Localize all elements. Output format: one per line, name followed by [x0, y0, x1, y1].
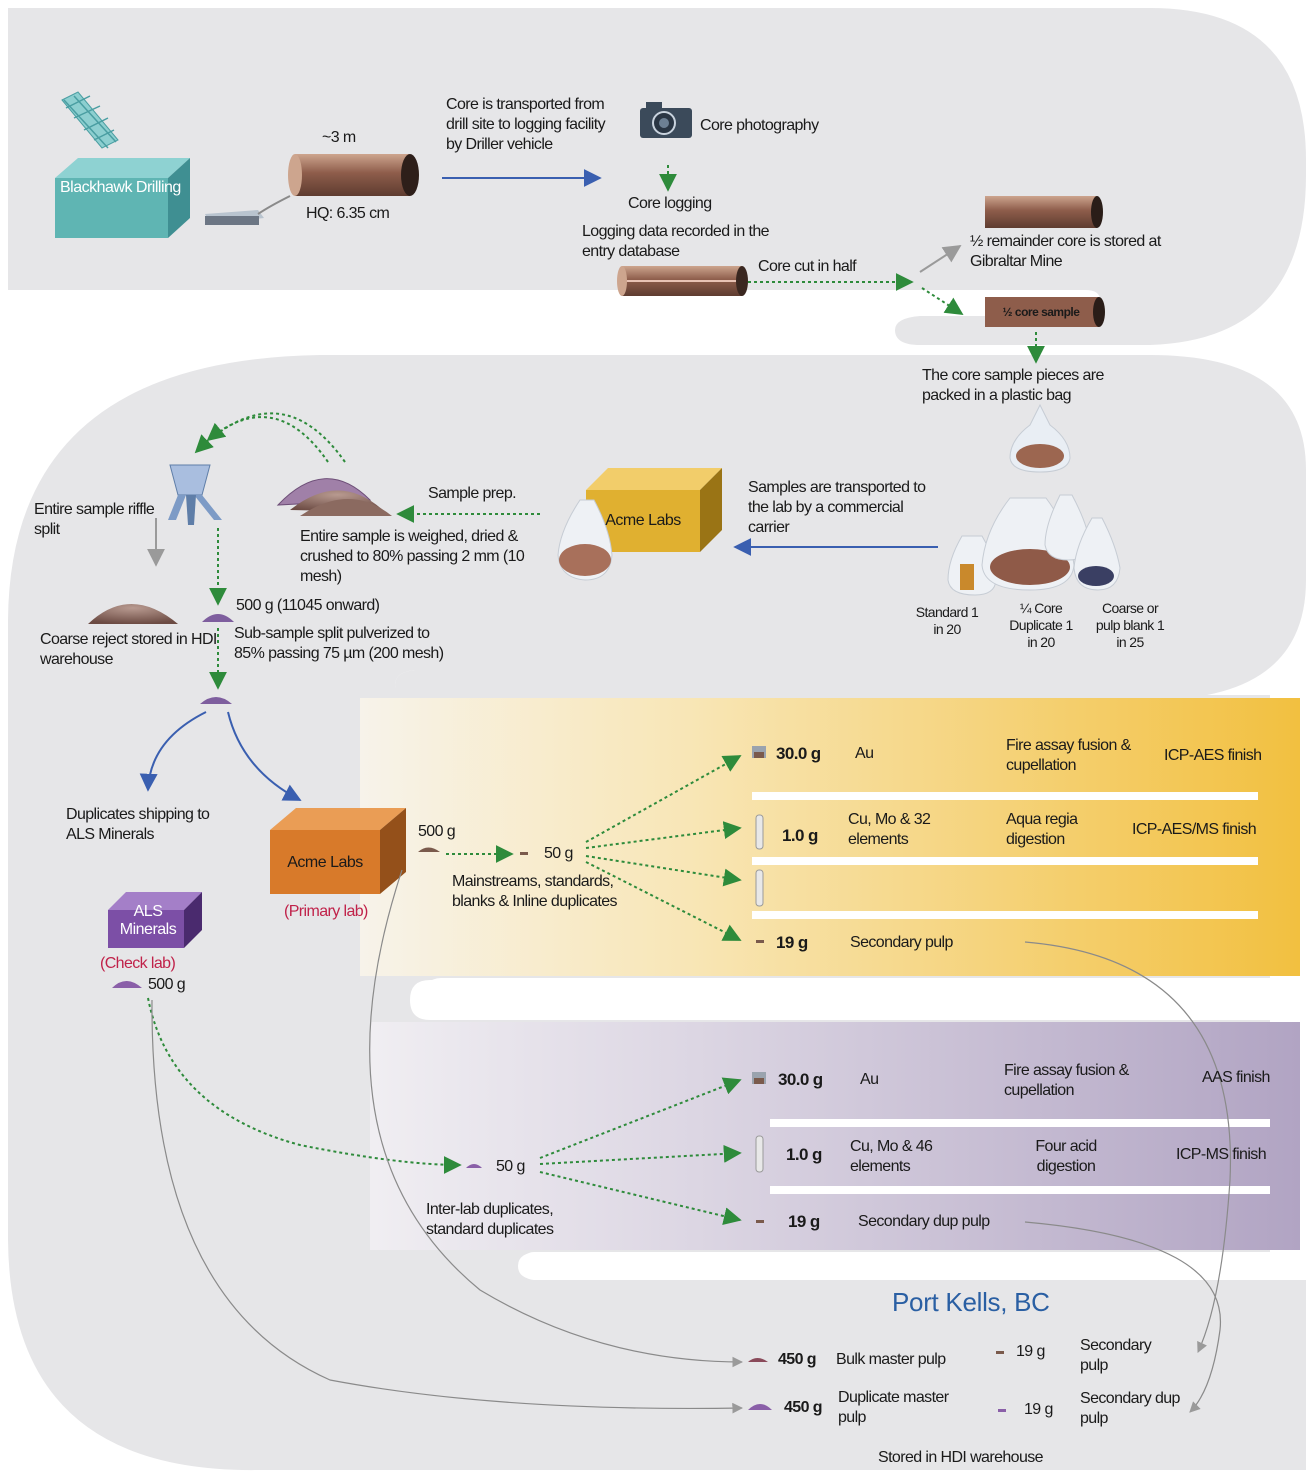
remainder-core-note: ½ remainder core is stored at Gibraltar … — [970, 233, 1161, 270]
riffle-split-label: Entire sample riffle split — [34, 501, 155, 538]
core-tray-icon — [205, 195, 291, 225]
check-aliquot: 50 g — [496, 1158, 525, 1175]
acme-labs-primary-box — [270, 808, 406, 894]
standard-label: Standard 1 in 20 — [915, 604, 979, 637]
duplicates-shipping-label: Duplicates shipping to ALS Minerals — [66, 806, 210, 843]
core-cylinder-icon — [288, 154, 419, 196]
dup-master-label: Duplicate master pulp — [838, 1389, 949, 1426]
crucible-icon-2 — [752, 1072, 766, 1084]
riffle-splitter-icon — [168, 464, 222, 525]
crushed-sample-icon — [276, 478, 392, 516]
packing-note: The core sample pieces are packed in a p… — [922, 367, 1104, 404]
als-minerals-box — [108, 892, 202, 948]
sample-bags-group-icon — [947, 494, 1121, 596]
half-core-sample-label: ½ core sample — [1002, 305, 1080, 319]
primary-row-1-finish: ICP-AES finish — [1164, 747, 1262, 764]
coarse-reject-icon — [88, 604, 178, 624]
split-mass-label: 500 g (11045 onward) — [236, 597, 380, 614]
blank-label: Coarse or pulp blank 1 in 25 — [1095, 600, 1165, 650]
check-row-2-mass: 1.0 g — [786, 1145, 822, 1164]
crucible-icon-1 — [752, 746, 766, 758]
primary-row-2-element: Cu, Mo & 32 elements — [848, 811, 931, 848]
camera-icon — [640, 102, 692, 138]
dup-secondary-label: Secondary dup pulp — [1080, 1390, 1180, 1427]
drill-rig-icon — [55, 91, 190, 238]
stored-note: Stored in HDI warehouse — [878, 1449, 1044, 1466]
weigh-note: Entire sample is weighed, dried & crushe… — [300, 528, 525, 585]
bulk-master-label: Bulk master pulp — [836, 1351, 946, 1368]
als-lab-label: ALS Minerals — [119, 903, 177, 938]
check-stream-note: Inter-lab duplicates, standard duplicate… — [426, 1201, 554, 1238]
test-tube-icon-1 — [755, 814, 764, 850]
test-tube-icon-3 — [755, 1135, 764, 1173]
primary-row-1-method: Fire assay fusion & cupellation — [1006, 737, 1131, 774]
test-tube-icon-2 — [755, 869, 764, 907]
primary-aliquot: 50 g — [544, 845, 573, 862]
sample-prep-label: Sample prep. — [428, 485, 517, 502]
carrier-note: Samples are transported to the lab by a … — [748, 479, 926, 536]
half-core-sample-icon — [985, 297, 1105, 327]
storage-location: Port Kells, BC — [892, 1287, 1050, 1317]
primary-pulp-pile-icon — [418, 847, 440, 852]
acme-primary-label: Acme Labs — [287, 854, 363, 871]
check-row-3-mass: 19 g — [788, 1212, 820, 1231]
core-photography-label: Core photography — [700, 117, 819, 134]
primary-row-2-method: Aqua regia digestion — [1006, 811, 1078, 848]
dup-master-mass: 450 g — [784, 1399, 823, 1416]
check-row-2-finish: ICP-MS finish — [1176, 1146, 1267, 1163]
check-row-3-element: Secondary dup pulp — [858, 1213, 990, 1230]
duplicate-label: ¼ Core Duplicate 1 in 20 — [1009, 600, 1073, 650]
check-pulp-mass: 500 g — [148, 976, 186, 993]
primary-stream-note: Mainstreams, standards, blanks & Inline … — [452, 873, 618, 910]
primary-row-1-element: Au — [855, 745, 874, 762]
top-band — [8, 8, 1306, 345]
core-logging-label: Core logging — [628, 195, 712, 212]
core-cut-label: Core cut in half — [758, 258, 857, 275]
pulp-pile-icon-2 — [200, 697, 232, 704]
pulp-pile-icon — [202, 614, 234, 622]
acme-prep-label: Acme Labs — [605, 512, 681, 529]
check-row-1-mass: 30.0 g — [778, 1070, 823, 1089]
check-row-2-method: Four acid digestion — [1035, 1138, 1097, 1175]
dup-secondary-mass: 19 g — [1024, 1401, 1053, 1418]
core-length-label: ~3 m — [322, 129, 356, 146]
coarse-reject-label: Coarse reject stored in HDI warehouse — [40, 631, 217, 668]
logged-core-icon — [617, 266, 748, 296]
primary-pulp-mass: 500 g — [418, 823, 456, 840]
flow-arrows — [139, 165, 1232, 1414]
primary-row-2-finish: ICP-AES/MS finish — [1132, 821, 1257, 838]
check-row-1-element: Au — [860, 1071, 879, 1088]
check-row-2-element: Cu, Mo & 46 elements — [850, 1138, 933, 1175]
primary-row-1-mass: 30.0 g — [776, 744, 821, 763]
check-row-1-method: Fire assay fusion & cupellation — [1004, 1062, 1129, 1099]
primary-lab-role: (Primary lab) — [284, 903, 368, 920]
bulk-master-mass: 450 g — [778, 1351, 817, 1368]
logging-database-note: Logging data recorded in the entry datab… — [582, 223, 770, 260]
primary-assay-band — [360, 698, 1300, 976]
primary-row-4-mass: 19 g — [776, 933, 808, 952]
check-lab-role: (Check lab) — [100, 955, 176, 972]
sample-bag-icon — [1009, 403, 1071, 473]
drilling-company-label: Blackhawk Drilling — [60, 179, 181, 196]
primary-row-4-element: Secondary pulp — [850, 934, 953, 951]
subsample-label: Sub-sample split pulverized to 85% passi… — [234, 625, 444, 662]
bulk-secondary-mass: 19 g — [1016, 1343, 1045, 1360]
remainder-core-icon — [985, 196, 1103, 228]
check-pulp-pile-icon — [112, 981, 142, 988]
check-assay-band — [370, 1022, 1300, 1250]
core-size-label: HQ: 6.35 cm — [306, 205, 390, 222]
transport-note: Core is transported from drill site to l… — [446, 96, 606, 153]
check-row-1-finish: AAS finish — [1202, 1069, 1270, 1086]
bulk-secondary-label: Secondary pulp — [1080, 1337, 1152, 1374]
primary-row-2-mass: 1.0 g — [782, 826, 818, 845]
prep-bag-icon — [557, 499, 613, 581]
